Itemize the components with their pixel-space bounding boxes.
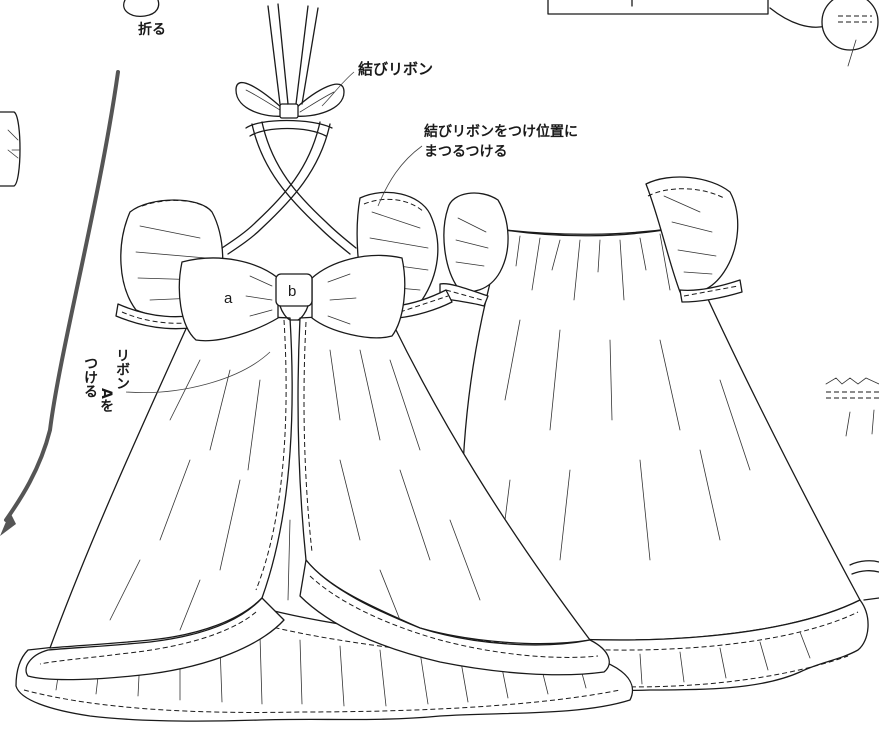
bow-b-label: b xyxy=(288,283,296,300)
attach-leader xyxy=(377,145,423,207)
top-right-fragment xyxy=(547,0,879,67)
ribbon-a-leader xyxy=(125,351,271,393)
bow-a-label: a xyxy=(224,290,233,307)
ribbon-a-label-col2: Aを xyxy=(98,388,114,413)
attach-label-line1: 結びリボンをつけ位置に xyxy=(424,123,578,140)
tie-ribbon-label: 結びリボン xyxy=(358,60,433,78)
tie-ribbon-leader xyxy=(321,71,355,107)
attach-label-line2: まつるつける xyxy=(424,144,507,160)
cuff-fragment xyxy=(0,111,21,187)
ribbon-a-label-col1: リボン xyxy=(114,348,130,390)
step-arrow xyxy=(0,70,120,536)
fold-piece-fragment xyxy=(123,0,160,17)
ribbon-a-label-col3: つける xyxy=(82,356,98,398)
dress-front-view xyxy=(15,3,634,722)
fold-label: 折る xyxy=(138,21,166,38)
right-edge-fragment xyxy=(825,377,879,601)
